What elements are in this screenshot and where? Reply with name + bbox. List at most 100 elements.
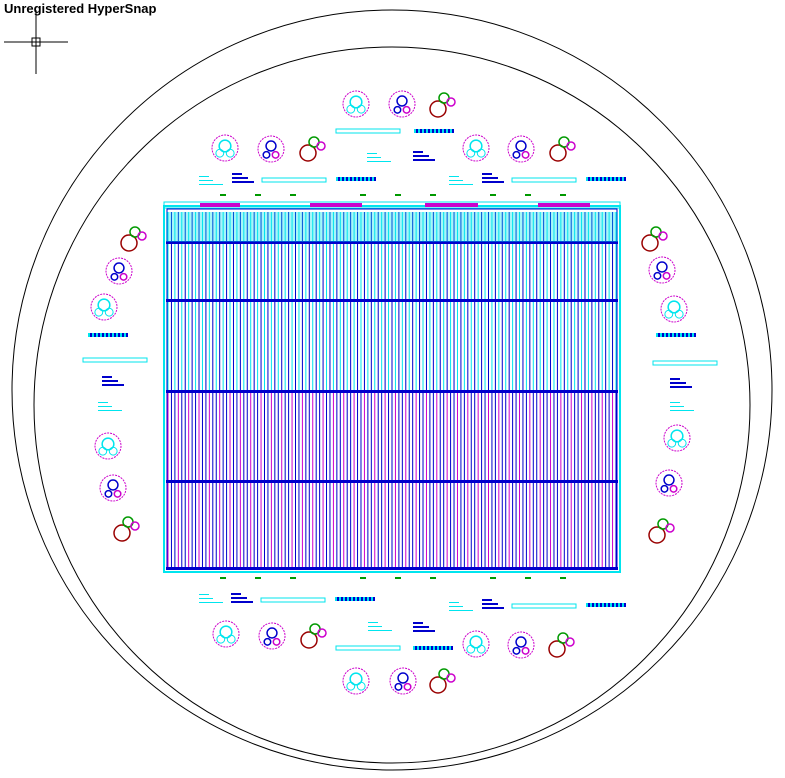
alignment-circle	[120, 234, 138, 252]
label-bar-hatch	[664, 333, 666, 337]
alignment-circle-inner	[469, 139, 483, 153]
pad-strip-segment	[425, 203, 478, 207]
alignment-circle	[507, 631, 535, 659]
alignment-circle	[342, 90, 370, 118]
pad-tick	[290, 577, 296, 579]
alignment-circle-inner	[108, 446, 118, 456]
die-array-rows	[166, 212, 618, 570]
alignment-circle-inner	[113, 489, 122, 498]
label-bar	[232, 181, 254, 183]
label-bar-hatch	[418, 129, 420, 133]
label-bar-hatch	[692, 333, 694, 337]
label-bar-hatch	[356, 177, 358, 181]
label-bar	[413, 622, 423, 624]
alignment-circle	[665, 523, 675, 533]
label-bar-hatch	[422, 129, 424, 133]
label-bar	[199, 184, 223, 185]
alignment-circle-inner	[512, 646, 521, 655]
label-bar-hatch	[676, 333, 678, 337]
label-bar-hatch	[660, 333, 662, 337]
label-bar	[413, 155, 429, 157]
label-bar	[449, 176, 459, 177]
label-bar-hatch	[622, 603, 624, 607]
label-bar-hatch	[104, 333, 106, 337]
label-bar-hatch	[421, 646, 423, 650]
pad-tick	[255, 577, 261, 579]
label-bar	[199, 594, 209, 595]
label-bar	[367, 153, 377, 154]
label-bar-hatch	[372, 177, 374, 181]
alignment-circle-inner	[119, 272, 128, 281]
label-bar-hatch	[450, 129, 452, 133]
die-row-bar	[166, 480, 618, 483]
label-bar	[511, 603, 577, 609]
alignment-circle-inner	[670, 429, 684, 443]
label-bar-hatch	[355, 597, 357, 601]
alignment-circle-inner	[271, 150, 280, 159]
label-bar	[82, 357, 148, 363]
pad-tick	[560, 194, 566, 196]
label-bar	[449, 606, 463, 607]
label-bar-hatch	[351, 597, 353, 601]
label-bar	[368, 630, 392, 631]
alignment-circle-inner	[402, 105, 411, 114]
alignment-circle	[113, 524, 131, 542]
label-bar-hatch	[124, 333, 126, 337]
crosshair-cursor-icon	[4, 10, 68, 74]
alignment-circle-inner	[219, 625, 233, 639]
label-bar	[482, 181, 504, 183]
label-bar	[413, 626, 429, 628]
alignment-circle	[446, 673, 456, 683]
label-bar-hatch	[92, 333, 94, 337]
label-bar-hatch	[614, 603, 616, 607]
alignment-circle-inner	[466, 644, 476, 654]
label-bar-hatch	[684, 333, 686, 337]
alignment-circle	[641, 234, 659, 252]
alignment-circle-inner	[265, 140, 277, 152]
label-bar-hatch	[368, 177, 370, 181]
die-row-band	[166, 212, 618, 242]
alignment-circle	[429, 100, 447, 118]
alignment-circle-inner	[110, 272, 119, 281]
alignment-circle-inner	[403, 682, 412, 691]
pad-tick	[490, 194, 496, 196]
label-bar-hatch	[429, 646, 431, 650]
label-bar	[199, 598, 213, 599]
alignment-circle-inner	[225, 148, 235, 158]
label-bar-hatch	[614, 177, 616, 181]
alignment-circle	[655, 469, 683, 497]
pad-tick	[220, 577, 226, 579]
label-bar-hatch	[668, 333, 670, 337]
label-bar	[449, 180, 463, 181]
pad-tick	[290, 194, 296, 196]
pad-tick	[220, 194, 226, 196]
die-row-bar	[166, 241, 618, 244]
alignment-circle-inner	[662, 271, 671, 280]
alignment-circle-inner	[664, 309, 674, 319]
label-bar	[367, 157, 381, 158]
label-bar-hatch	[680, 333, 682, 337]
label-bar	[670, 386, 692, 388]
label-bar-hatch	[100, 333, 102, 337]
alignment-circle-inner	[515, 636, 527, 648]
alignment-circle-inner	[397, 672, 409, 684]
pad-tick	[395, 194, 401, 196]
pad-tick	[360, 194, 366, 196]
label-bar-hatch	[88, 333, 90, 337]
alignment-circle	[388, 90, 416, 118]
label-bar-hatch	[364, 177, 366, 181]
label-bar	[482, 599, 492, 601]
label-bar-hatch	[344, 177, 346, 181]
alignment-circle	[446, 97, 456, 107]
alignment-circle-inner	[512, 150, 521, 159]
label-bar	[449, 184, 473, 185]
alignment-circle-inner	[346, 104, 356, 114]
alignment-circle	[211, 134, 239, 162]
alignment-circle-inner	[101, 437, 115, 451]
label-bar	[482, 177, 498, 179]
label-bar	[231, 601, 253, 603]
pad-tick	[490, 577, 496, 579]
alignment-circle	[137, 231, 147, 241]
